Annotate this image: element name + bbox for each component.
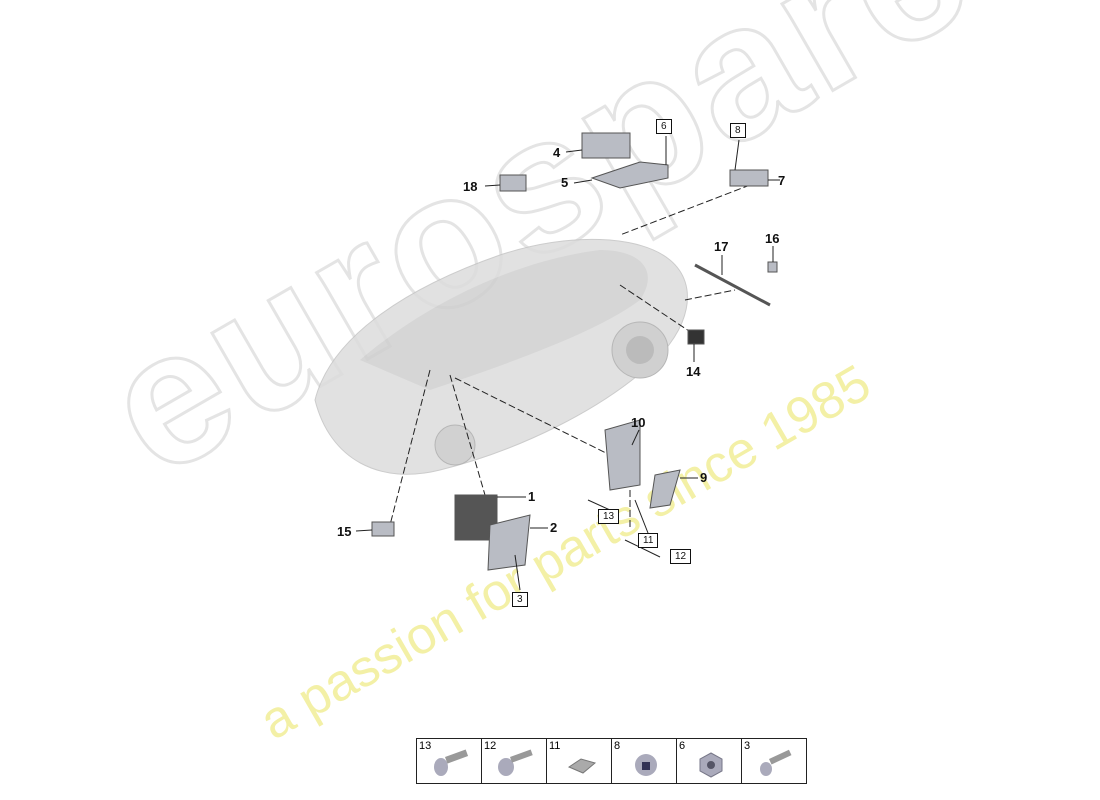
callout-13: 13 [598,509,620,524]
callout-10: 10 [631,415,646,430]
screw-icon [498,749,533,776]
screw-icon [434,749,469,776]
part-9 [649,469,681,509]
part-15 [371,521,395,537]
part-4 [581,132,631,159]
callout-1: 1 [528,489,536,504]
callout-7: 7 [778,173,786,188]
part-16 [767,261,778,273]
callout-11: 11 [638,533,659,548]
callout-14: 14 [686,364,701,379]
hardware-cell-12: 12 [481,738,547,784]
callout-6: 6 [656,119,672,134]
callout-12: 12 [670,549,692,564]
callout-2: 2 [550,520,558,535]
hardware-cell-8: 8 [611,738,677,784]
callout-18: 18 [463,179,478,194]
car-body [314,238,688,475]
callout-17: 17 [714,239,729,254]
leader-lines [389,184,751,530]
part-17 [694,263,771,307]
hardware-cell-3: 3 [741,738,807,784]
bolt-icon [760,749,792,776]
hardware-table: 13 12 11 8 6 3 [416,738,807,784]
part-2 [487,514,531,571]
callout-4: 4 [553,145,561,160]
parts [371,132,778,571]
part-18 [499,174,527,192]
callout-16: 16 [765,231,780,246]
hex-nut-icon [699,752,723,778]
part-5 [590,161,669,189]
callout-3: 3 [512,592,528,607]
part-10 [604,419,641,491]
callout-9: 9 [700,470,708,485]
hardware-cell-13: 13 [416,738,482,784]
callout-8: 8 [730,123,746,138]
callout-lines [355,136,780,591]
hardware-cell-6: 6 [676,738,742,784]
callout-5: 5 [561,175,569,190]
part-7 [729,169,769,187]
clip-nut-icon [567,758,597,774]
hardware-cell-11: 11 [546,738,612,784]
part-14 [687,329,705,345]
nut-icon [635,754,657,776]
callout-15: 15 [337,524,352,539]
